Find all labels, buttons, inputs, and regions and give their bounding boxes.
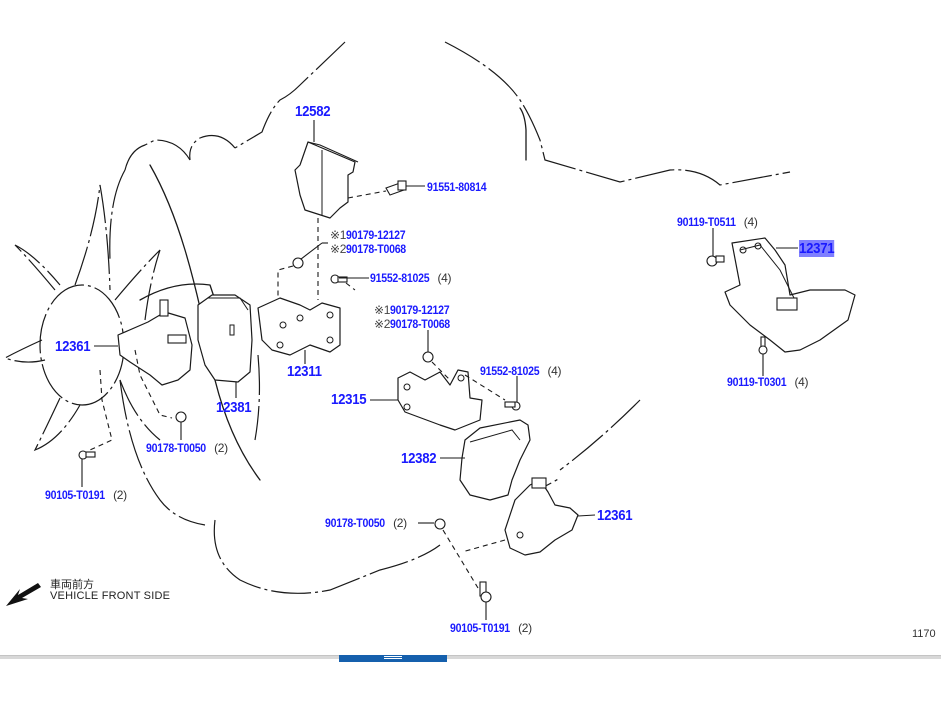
part-12311 xyxy=(257,297,341,364)
nut-90178-T0050-right xyxy=(418,518,479,589)
arrow-down-left-icon xyxy=(6,583,41,606)
part-12361-right xyxy=(461,477,596,556)
callout-12361-left[interactable]: 12361 xyxy=(55,338,95,355)
part-number[interactable]: 90105-T0191 xyxy=(450,621,510,635)
part-number[interactable]: 12582 xyxy=(295,103,331,120)
part-number[interactable]: 91552-81025 xyxy=(370,271,430,285)
callout-12582[interactable]: 12582 xyxy=(295,103,335,120)
part-number[interactable]: 12361 xyxy=(597,507,633,524)
callout-12311[interactable]: 12311 xyxy=(287,363,326,380)
legend-label-en: VEHICLE FRONT SIDE xyxy=(50,590,171,602)
bolt-90119-T0511 xyxy=(706,228,725,267)
scrollbar-track[interactable] xyxy=(0,655,941,659)
callout-90178-T0050-left[interactable]: 90178-T0050 (2) xyxy=(146,441,228,455)
nut-90178-T0050-left xyxy=(175,411,187,440)
part-number[interactable]: 91552-81025 xyxy=(480,364,540,378)
callout-90178-T0050-right[interactable]: 90178-T0050 (2) xyxy=(325,516,407,530)
diagram-drawing xyxy=(3,41,856,620)
bolt-91552-81025-mid xyxy=(464,374,521,411)
callout-upper-nut[interactable]: ※190179-12127 ※290178-T0068 xyxy=(330,228,414,256)
part-number[interactable]: 12361 xyxy=(55,338,91,355)
part-12315 xyxy=(370,369,483,431)
part-number[interactable]: 90105-T0191 xyxy=(45,488,105,502)
callout-90105-T0191-right[interactable]: 90105-T0191 (2) xyxy=(450,621,532,635)
callout-12381[interactable]: 12381 xyxy=(216,399,256,416)
legend-label-jp: 車両前方 xyxy=(50,579,94,591)
part-12582 xyxy=(294,120,359,300)
variant-mark: ※1 xyxy=(330,228,347,242)
part-12371 xyxy=(724,237,856,353)
parts-diagram: 12582 91551-80814 ※190179-12127 ※290178-… xyxy=(3,41,936,640)
variant-mark: ※2 xyxy=(374,317,391,331)
bolt-90105-T0191-right xyxy=(479,581,492,620)
quantity: (2) xyxy=(518,621,532,635)
callout-12361-right[interactable]: 12361 xyxy=(597,507,637,524)
part-number[interactable]: 91551-80814 xyxy=(427,180,487,194)
part-12381 xyxy=(197,294,253,398)
quantity: (2) xyxy=(113,488,127,502)
part-12382 xyxy=(440,419,531,501)
part-number[interactable]: 90179-12127 xyxy=(390,303,450,317)
horizontal-scrollbar[interactable] xyxy=(0,655,941,662)
quantity: (4) xyxy=(794,375,809,389)
part-number[interactable]: 90119-T0511 xyxy=(677,215,736,229)
part-number[interactable]: 12315 xyxy=(331,391,367,408)
callout-91552-81025-upper[interactable]: 91552-81025 (4) xyxy=(370,271,452,285)
part-number[interactable]: 90119-T0301 xyxy=(727,375,787,389)
callout-91551-80814[interactable]: 91551-80814 xyxy=(427,180,494,194)
part-number[interactable]: 12311 xyxy=(287,363,322,380)
part-number[interactable]: 90178-T0068 xyxy=(346,242,407,256)
quantity: (2) xyxy=(393,516,407,530)
engine-outline xyxy=(109,41,791,594)
scrollbar-thumb[interactable] xyxy=(339,655,447,662)
bolt-90119-T0301 xyxy=(758,336,768,376)
callout-12315[interactable]: 12315 xyxy=(331,391,371,408)
part-number[interactable]: 12381 xyxy=(216,399,252,416)
quantity: (4) xyxy=(547,364,562,378)
bolt-91551-80814 xyxy=(347,180,425,199)
part-number[interactable]: 90178-T0050 xyxy=(325,516,385,530)
callout-90119-T0301[interactable]: 90119-T0301 (4) xyxy=(727,375,809,389)
quantity: (4) xyxy=(743,215,758,229)
part-number[interactable]: 12382 xyxy=(401,450,437,467)
figure-number: 1170 xyxy=(912,628,936,640)
part-12361-left xyxy=(89,299,193,451)
callout-91552-81025-mid[interactable]: 91552-81025 (4) xyxy=(480,364,562,378)
callout-12371[interactable]: 12371 xyxy=(799,240,839,257)
variant-mark: ※2 xyxy=(330,242,347,256)
part-number-selected[interactable]: 12371 xyxy=(799,240,835,257)
quantity: (2) xyxy=(214,441,228,455)
part-number[interactable]: 90178-T0050 xyxy=(146,441,206,455)
variant-mark: ※1 xyxy=(374,303,391,317)
quantity: (4) xyxy=(437,271,452,285)
callout-90105-T0191-left[interactable]: 90105-T0191 (2) xyxy=(45,488,127,502)
bolt-91552-81025-upper xyxy=(330,274,369,291)
part-number[interactable]: 90179-12127 xyxy=(346,228,406,242)
bolt-90105-T0191-left xyxy=(78,450,96,487)
nut-mid xyxy=(422,330,451,381)
callout-mid-nut[interactable]: ※190179-12127 ※290178-T0068 xyxy=(374,303,458,331)
callout-90119-T0511[interactable]: 90119-T0511 (4) xyxy=(677,215,758,229)
part-number[interactable]: 90178-T0068 xyxy=(390,317,451,331)
nut-upper xyxy=(277,242,328,300)
grip-icon xyxy=(384,656,402,659)
callout-12382[interactable]: 12382 xyxy=(401,450,441,467)
